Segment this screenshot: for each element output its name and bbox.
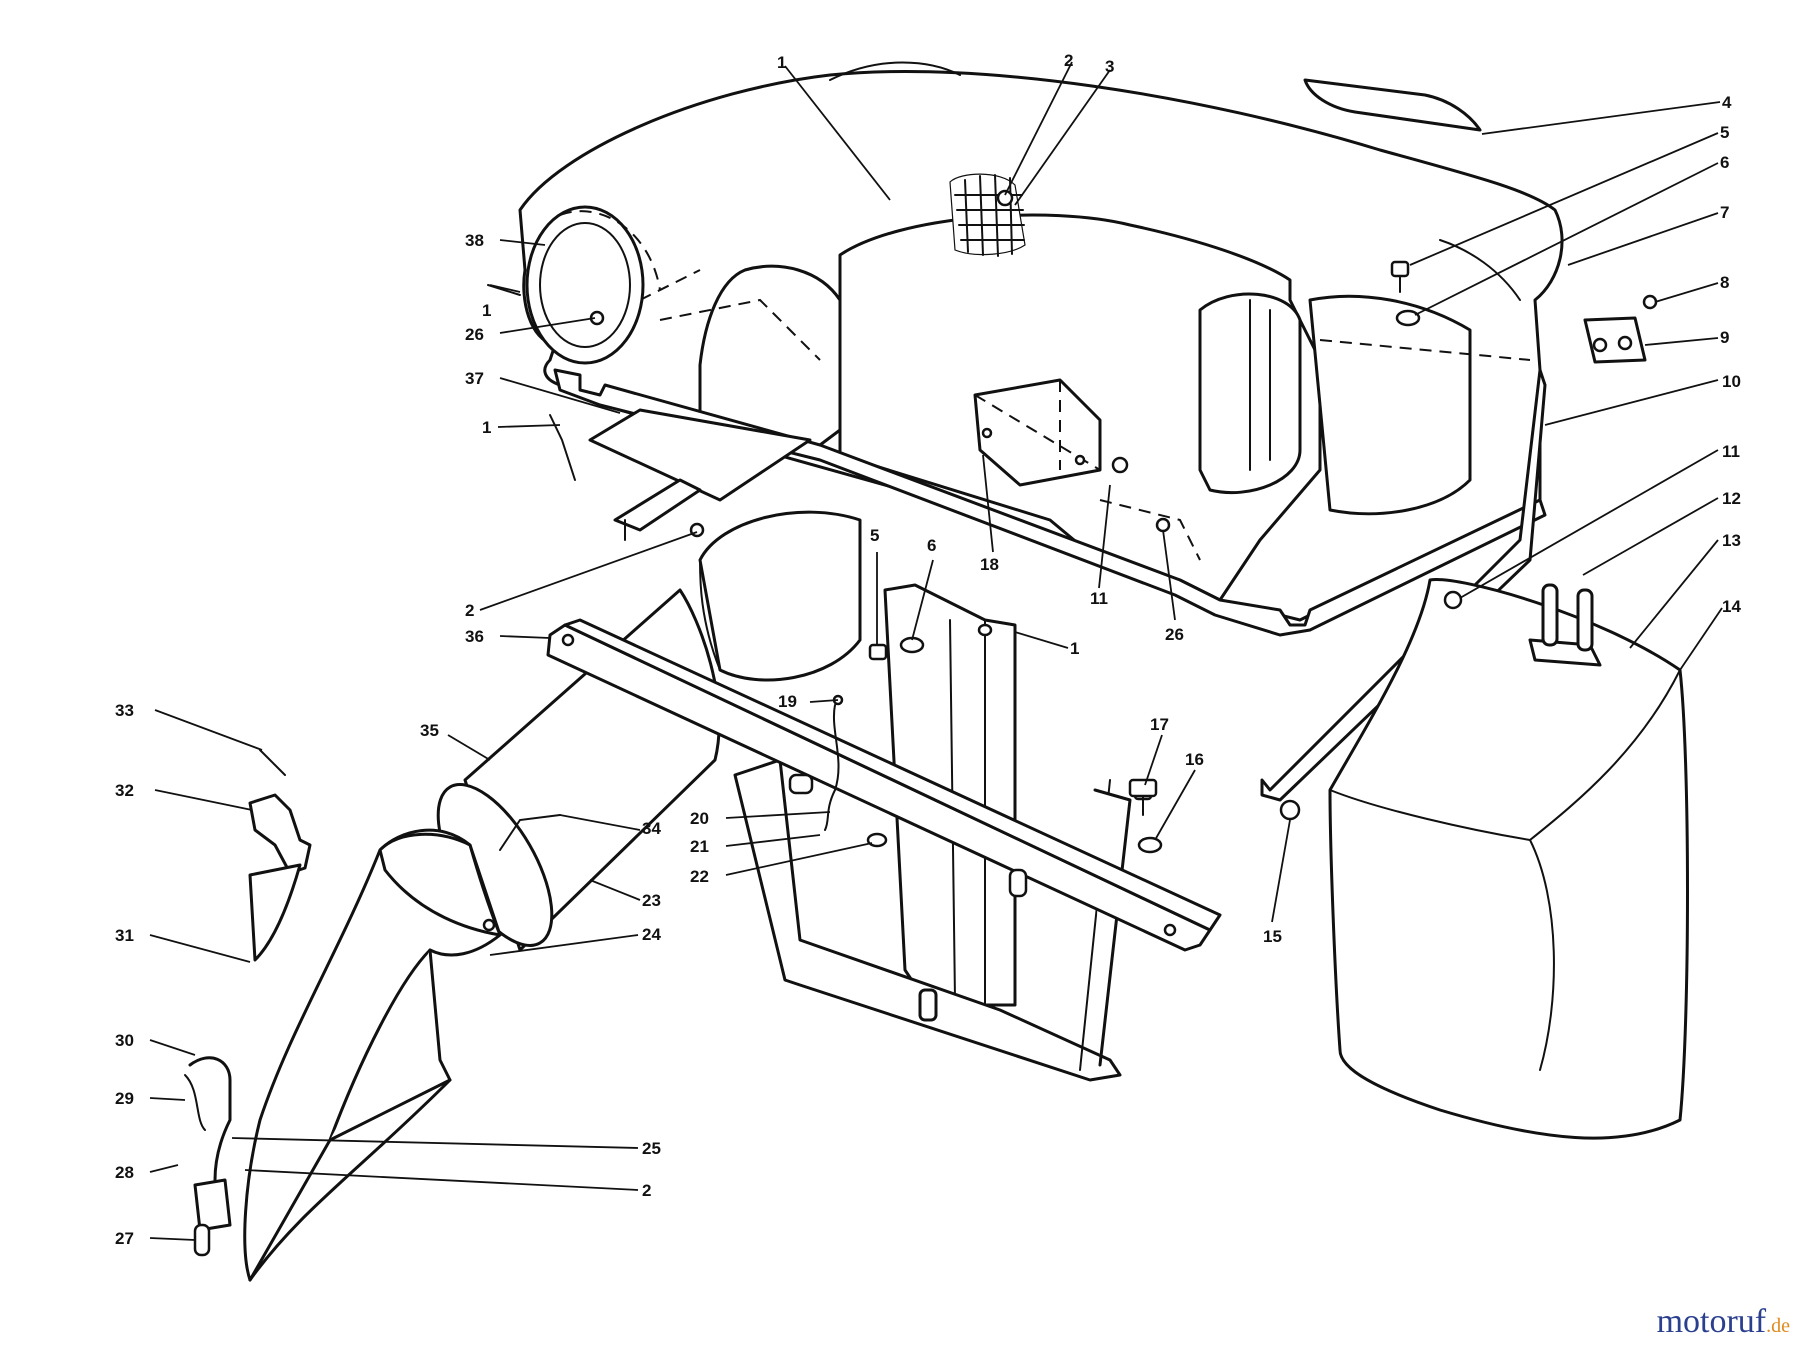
callout-2-bottom: 2 — [642, 1181, 651, 1200]
callout-14: 14 — [1722, 597, 1741, 616]
grille — [949, 173, 1026, 257]
discharge-elbow — [243, 828, 502, 1282]
callout-1-side: 1 — [482, 418, 491, 437]
callout-38: 38 — [465, 231, 484, 250]
callout-23: 23 — [642, 891, 661, 910]
callout-32: 32 — [115, 781, 134, 800]
callout-31: 31 — [115, 926, 134, 945]
callout-16: 16 — [1185, 750, 1204, 769]
callout-19: 19 — [778, 692, 797, 711]
decal — [1303, 78, 1482, 132]
callout-17: 17 — [1150, 715, 1169, 734]
watermark-logo: motoruf.de — [1657, 1303, 1790, 1341]
callout-3: 3 — [1105, 57, 1114, 76]
callout-25: 25 — [642, 1139, 661, 1158]
cross-beam — [546, 618, 1222, 952]
callout-24: 24 — [642, 925, 661, 944]
callout-11: 11 — [1722, 442, 1740, 461]
angle-bracket — [613, 478, 702, 532]
callout-5: 5 — [1720, 123, 1729, 142]
callout-22: 22 — [690, 867, 709, 886]
callout-15: 15 — [1263, 927, 1282, 946]
callout-37: 37 — [465, 369, 484, 388]
callout-18: 18 — [980, 555, 999, 574]
callout-13: 13 — [1722, 531, 1741, 550]
callout-labels: 1 2 3 4 5 6 7 8 9 10 11 12 13 14 38 1 26 — [115, 51, 1741, 1248]
grass-bag — [1328, 578, 1689, 1140]
callout-8: 8 — [1720, 273, 1729, 292]
callout-5-center: 5 — [870, 526, 879, 545]
side-plate — [588, 408, 812, 502]
bracket-plate — [1583, 316, 1647, 364]
callout-11-center: 11 — [1090, 589, 1108, 608]
hardware-center — [499, 456, 1463, 898]
callout-2-left: 2 — [465, 601, 474, 620]
callout-1-center: 1 — [1070, 639, 1079, 658]
callout-28: 28 — [115, 1163, 134, 1182]
callout-26: 26 — [465, 325, 484, 344]
callout-10: 10 — [1722, 372, 1741, 391]
nut-8 — [1642, 294, 1658, 310]
callout-1-left: 1 — [482, 301, 491, 320]
callout-4: 4 — [1722, 93, 1732, 112]
frame-rail-right — [1260, 368, 1547, 802]
callout-33: 33 — [115, 701, 134, 720]
watermark-brand: motoruf — [1656, 1303, 1767, 1340]
callout-35: 35 — [420, 721, 439, 740]
callout-21: 21 — [690, 837, 709, 856]
callout-26-center: 26 — [1165, 625, 1184, 644]
callout-7: 7 — [1720, 203, 1729, 222]
bolt-washer-top — [1390, 260, 1421, 327]
hopper-housing — [518, 61, 1564, 637]
callout-9: 9 — [1720, 328, 1729, 347]
small-parts-left — [184, 749, 312, 1257]
callout-20: 20 — [690, 809, 709, 828]
callout-6-center: 6 — [927, 536, 936, 555]
callout-6: 6 — [1720, 153, 1729, 172]
callout-1: 1 — [777, 53, 786, 72]
callout-34: 34 — [642, 819, 661, 838]
callout-2: 2 — [1064, 51, 1073, 70]
callout-12: 12 — [1722, 489, 1741, 508]
callout-36: 36 — [465, 627, 484, 646]
watermark-tld: .de — [1766, 1315, 1790, 1337]
callout-27: 27 — [115, 1229, 134, 1248]
callout-30: 30 — [115, 1031, 134, 1050]
callout-29: 29 — [115, 1089, 134, 1108]
